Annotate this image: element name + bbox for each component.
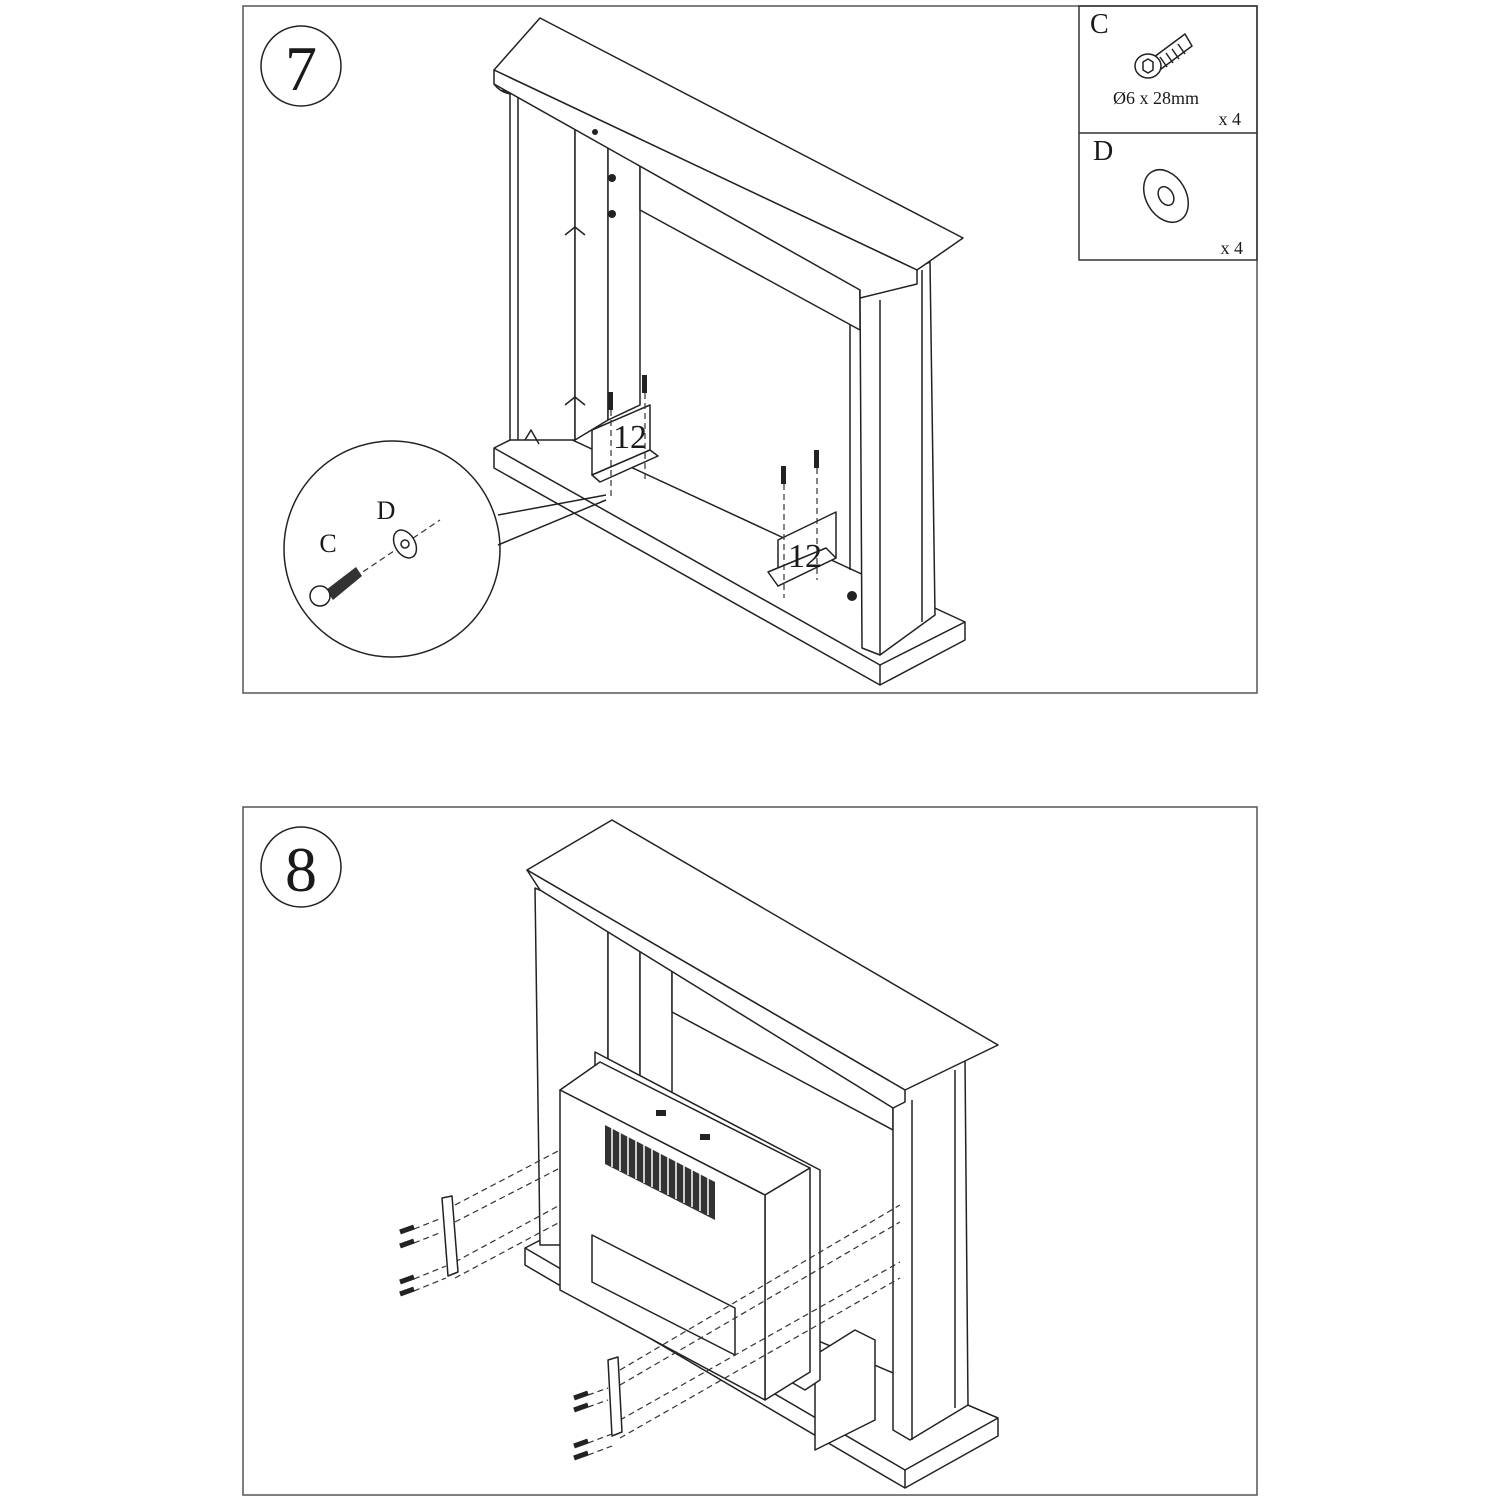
- detail-magnifier: D C: [283, 440, 607, 658]
- mantel-with-firebox-drawing: [399, 819, 999, 1489]
- mantel-frame-drawing: 12 12: [493, 17, 966, 686]
- screw-icon: [608, 375, 819, 484]
- part-c-size: Ø6 x 28mm: [1113, 88, 1199, 108]
- bracket-12-left: [591, 404, 659, 483]
- detail-label-c: C: [319, 529, 336, 558]
- mounting-bracket-lower: [607, 1356, 623, 1437]
- part-d-letter: D: [1093, 136, 1113, 167]
- firebox-insert: [559, 1051, 821, 1401]
- parts-box: C Ø6 x 28mm x 4 D x 4: [1078, 5, 1258, 261]
- bracket-12-right: [767, 511, 837, 587]
- part-label-12: 12: [788, 538, 822, 575]
- part-c-quantity: x 4: [1219, 109, 1242, 129]
- part-label-12: 12: [613, 419, 647, 456]
- part-c-letter: C: [1090, 9, 1109, 40]
- step-8-frame: [242, 806, 1258, 1496]
- step-7-badge: [260, 25, 342, 107]
- part-d-quantity: x 4: [1221, 238, 1244, 258]
- step-8-badge: [260, 826, 342, 908]
- detail-label-d: D: [377, 496, 396, 525]
- screw-icon: [1134, 33, 1193, 79]
- step-8-number: 8: [285, 834, 317, 905]
- washer-icon: [392, 529, 418, 559]
- vent-grille: [605, 1125, 715, 1220]
- washer-icon: [1142, 169, 1190, 223]
- step-7-number: 7: [285, 33, 317, 104]
- step-7-panel: 7 C Ø6 x 28mm x 4 D x 4: [242, 5, 1258, 694]
- mounting-bracket-upper: [441, 1195, 459, 1277]
- screw-icon: [309, 567, 362, 607]
- step-7-frame: [242, 5, 1258, 694]
- screw-icon: [399, 1224, 589, 1461]
- step-8-panel: 8: [242, 806, 1258, 1496]
